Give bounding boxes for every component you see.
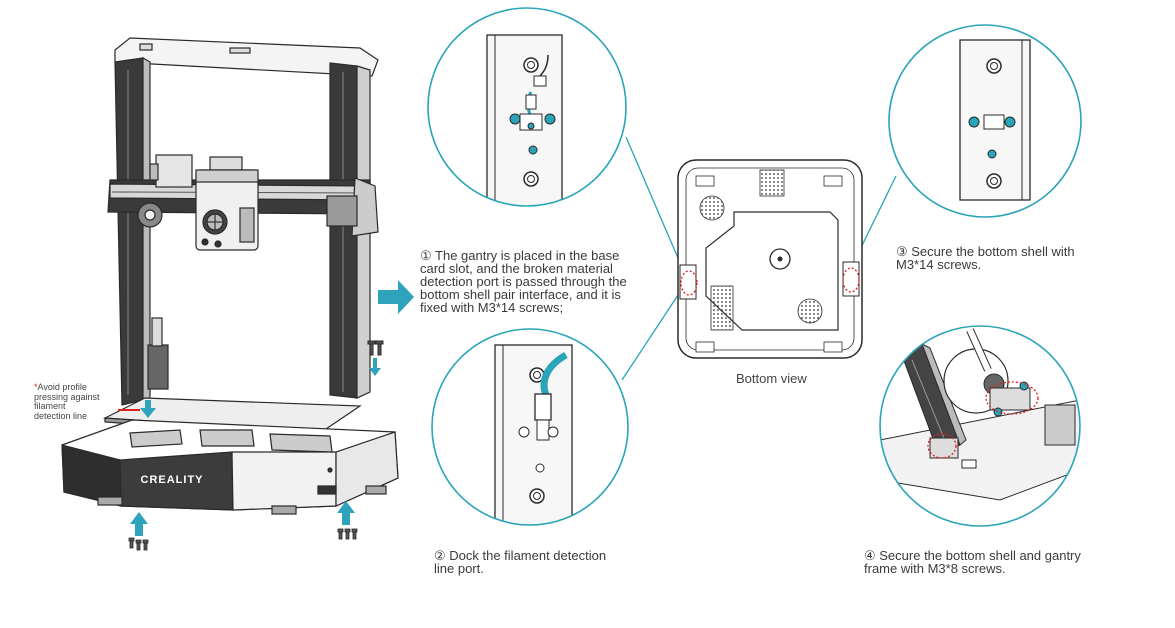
screw-group-bottom-right — [337, 528, 358, 540]
arrow-down-icon — [140, 400, 156, 418]
screw-group-top-right — [367, 340, 384, 356]
step-3-instruction: ③ Secure the bottom shell with M3*14 scr… — [896, 244, 1075, 272]
warning-asterisk: * — [34, 382, 38, 392]
arrow-up-icon — [130, 512, 148, 536]
step-4-instruction: ④ Secure the bottom shell and gantry fra… — [864, 548, 1081, 576]
bottom-view-illustration — [677, 159, 863, 359]
arrow-right-icon — [378, 280, 414, 314]
printer-illustration — [61, 37, 399, 515]
warning-text: Avoid profile pressing against filament … — [34, 382, 100, 421]
callout-circle-4 — [879, 325, 1081, 527]
screw-group-bottom-left — [128, 537, 149, 551]
step-2-instruction: ② Dock the filament detection line port. — [434, 548, 607, 576]
callout-circle-3 — [888, 24, 1082, 218]
callout-circle-2 — [431, 328, 629, 526]
red-dashed-markers — [680, 267, 860, 296]
bottom-view-caption: Bottom view — [736, 371, 807, 386]
step-1-instruction: ① The gantry is placed in the base card … — [420, 248, 627, 315]
callout-circle-1 — [427, 7, 627, 207]
arrow-up-icon — [337, 501, 355, 525]
arrow-down-icon — [369, 358, 381, 376]
brand-logo: CREALITY — [141, 474, 204, 486]
warning-note: *Avoid profile pressing against filament… — [34, 382, 129, 421]
